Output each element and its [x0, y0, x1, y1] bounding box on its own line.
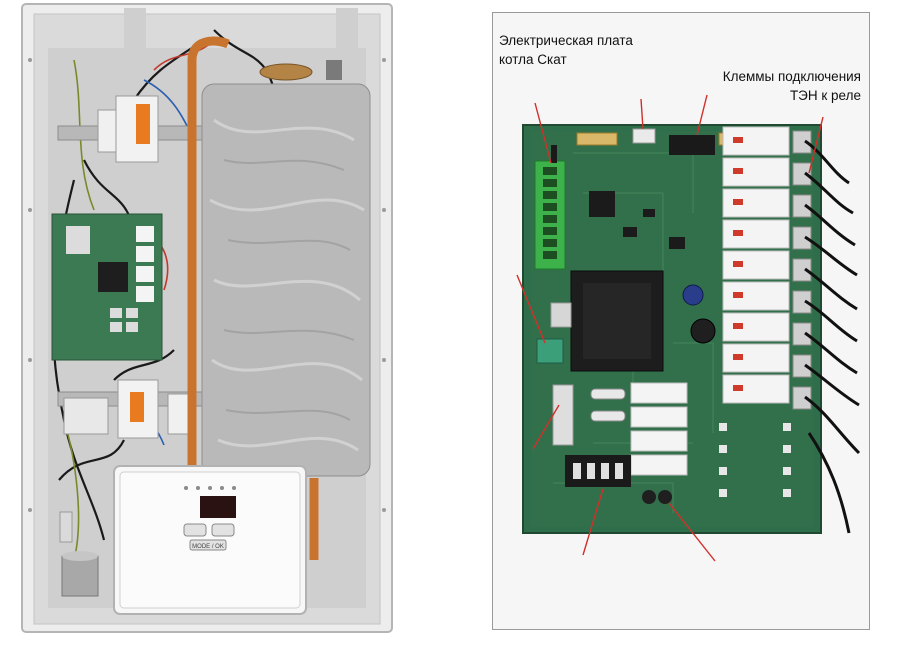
relay-column [722, 126, 790, 404]
caption-board-line2: котла Скат [499, 52, 567, 67]
boiler-interior-photo: MODE / OK [14, 0, 404, 640]
caption-terminals-line2: ТЭН к реле [789, 88, 861, 103]
caption-heater-terminals: Клеммы подключения ТЭН к реле [723, 67, 861, 105]
pcb-annotated-photo: Электрическая плата котла Скат Клеммы по… [492, 12, 870, 630]
display-screen [200, 496, 236, 518]
caption-electric-board: Электрическая плата котла Скат [499, 31, 633, 69]
increase-button [211, 523, 235, 537]
mode-ok-label: MODE / OK [192, 544, 224, 550]
caption-terminals-line1: Клеммы подключения [722, 69, 861, 84]
header-connector [669, 135, 715, 155]
decrease-button [183, 523, 207, 537]
capacitors [642, 284, 716, 504]
caption-board-line1: Электрическая плата [499, 33, 633, 48]
fuses [590, 388, 626, 422]
pointer-lines [516, 94, 824, 562]
heater-terminals [792, 130, 812, 410]
mode-ok-button [189, 539, 227, 551]
